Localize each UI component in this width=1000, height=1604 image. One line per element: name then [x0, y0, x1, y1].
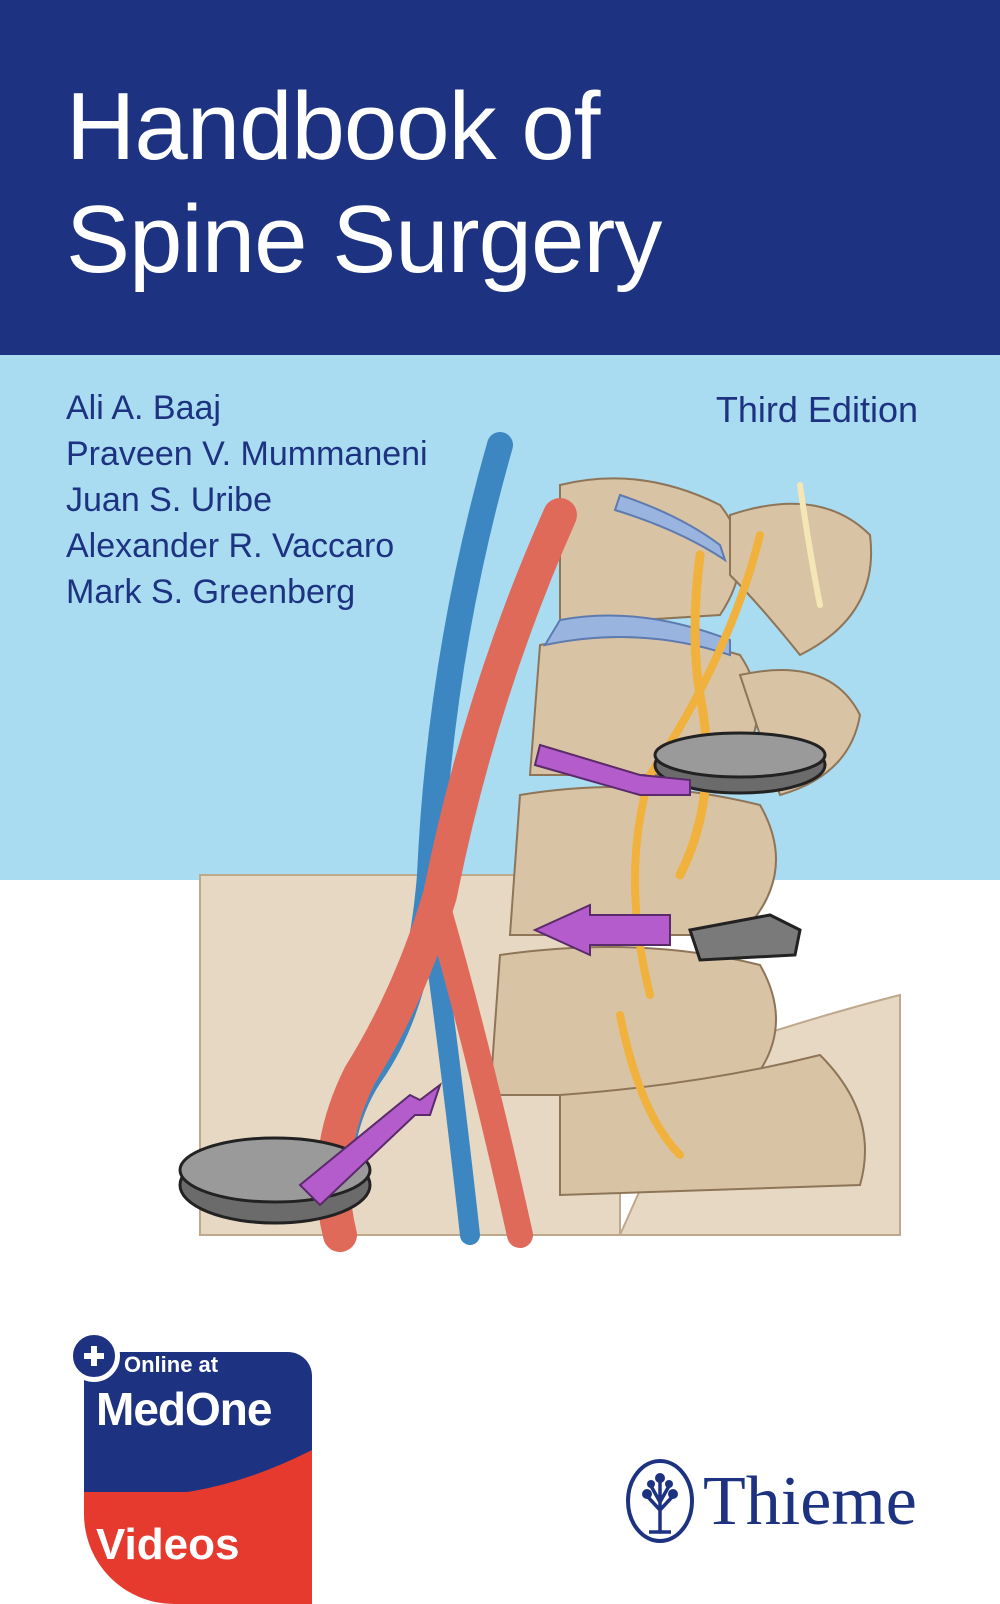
book-title: Handbook of Spine Surgery	[66, 70, 662, 296]
author-name: Ali A. Baaj	[66, 389, 221, 427]
title-band	[0, 0, 1000, 355]
book-title-line-1: Handbook of	[66, 73, 600, 180]
author-name: Mark S. Greenberg	[66, 573, 356, 611]
badge-bottom-panel	[84, 1492, 312, 1604]
arrow-lower-icon	[298, 1082, 442, 1207]
author-name: Praveen V. Mummaneni	[66, 435, 428, 473]
author-list: Ali A. Baaj Praveen V. Mummaneni Juan S.…	[66, 385, 428, 615]
spine-illustration	[178, 432, 901, 1252]
badge-swoosh	[84, 1450, 312, 1510]
arrow-upper-icon	[533, 743, 691, 796]
author-name: Alexander R. Vaccaro	[66, 527, 395, 565]
book-title-line-2: Spine Surgery	[66, 186, 662, 293]
publisher-name: Thieme	[703, 1463, 917, 1540]
badge-medone-text: MedOne	[96, 1383, 272, 1435]
implant-middle-icon	[688, 913, 802, 962]
author-name: Juan S. Uribe	[66, 481, 272, 519]
badge-videos-text: Videos	[96, 1520, 240, 1569]
tree-icon	[626, 1459, 694, 1543]
arrow-middle-icon	[532, 903, 671, 957]
medone-badge: Online at MedOne Videos	[68, 1330, 312, 1604]
plus-icon	[68, 1330, 120, 1382]
edition-label: Third Edition	[715, 389, 918, 430]
badge-online-text: Online at	[124, 1352, 219, 1377]
implant-upper-icon	[653, 731, 827, 795]
publisher-logo: Thieme	[625, 1450, 925, 1550]
